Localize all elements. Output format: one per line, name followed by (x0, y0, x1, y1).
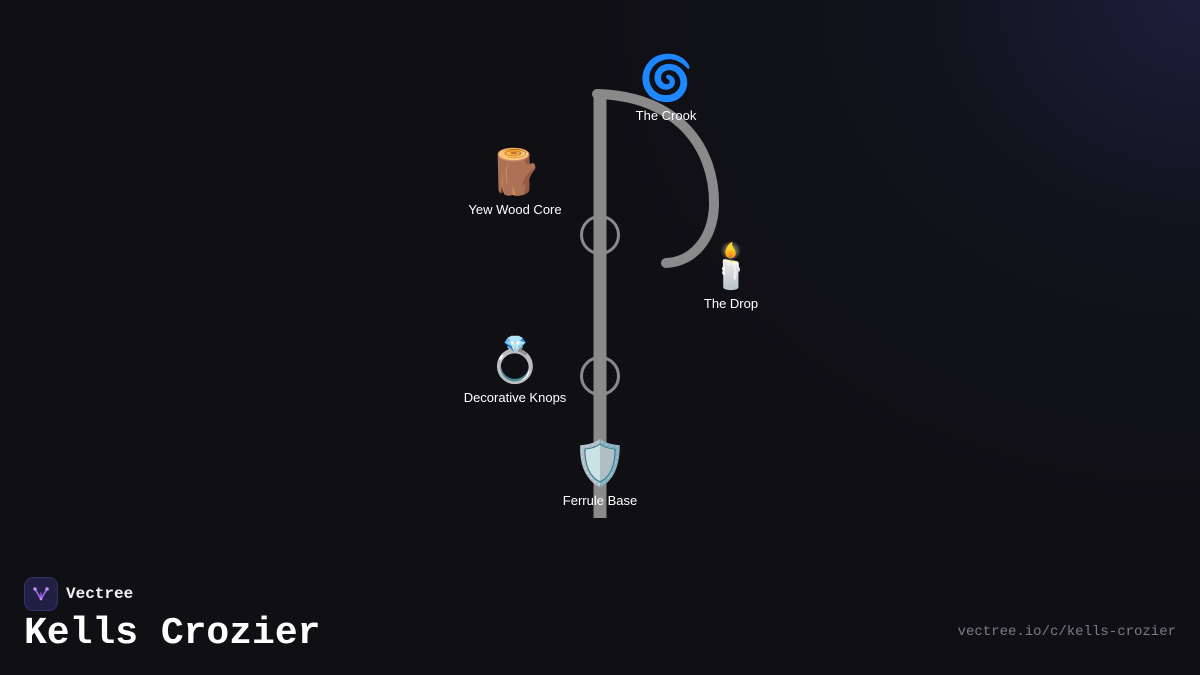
knop-ring-lower (580, 356, 620, 396)
brand: Vectree (24, 577, 133, 611)
node-label: The Drop (703, 296, 759, 311)
vectree-mark-icon (33, 587, 49, 601)
node-ferrule-base[interactable]: 🛡️ Ferrule Base (563, 439, 637, 509)
crozier-crook-curve (592, 89, 720, 268)
node-the-drop[interactable]: 🕯️ The Drop (704, 242, 759, 312)
node-yew-wood-core[interactable]: 🪵 Yew Wood Core (468, 148, 561, 218)
wood-log-icon: 🪵 (487, 147, 543, 198)
candle-icon: 🕯️ (703, 241, 759, 292)
cyclone-icon: 🌀 (638, 53, 694, 104)
node-label: Yew Wood Core (468, 202, 562, 217)
node-the-crook[interactable]: 🌀 The Crook (636, 54, 697, 124)
vectree-logo-icon (24, 577, 58, 611)
brand-name: Vectree (66, 585, 134, 603)
ring-icon: 💍 (487, 335, 543, 386)
source-url[interactable]: vectree.io/c/kells-crozier (957, 624, 1176, 640)
knop-ring-upper (580, 215, 620, 255)
node-label: The Crook (635, 108, 697, 123)
shield-icon: 🛡️ (572, 438, 628, 489)
page-title: Kells Crozier (24, 612, 321, 655)
node-decorative-knops[interactable]: 💍 Decorative Knops (464, 336, 567, 406)
node-label: Ferrule Base (562, 493, 638, 508)
node-label: Decorative Knops (463, 390, 567, 405)
